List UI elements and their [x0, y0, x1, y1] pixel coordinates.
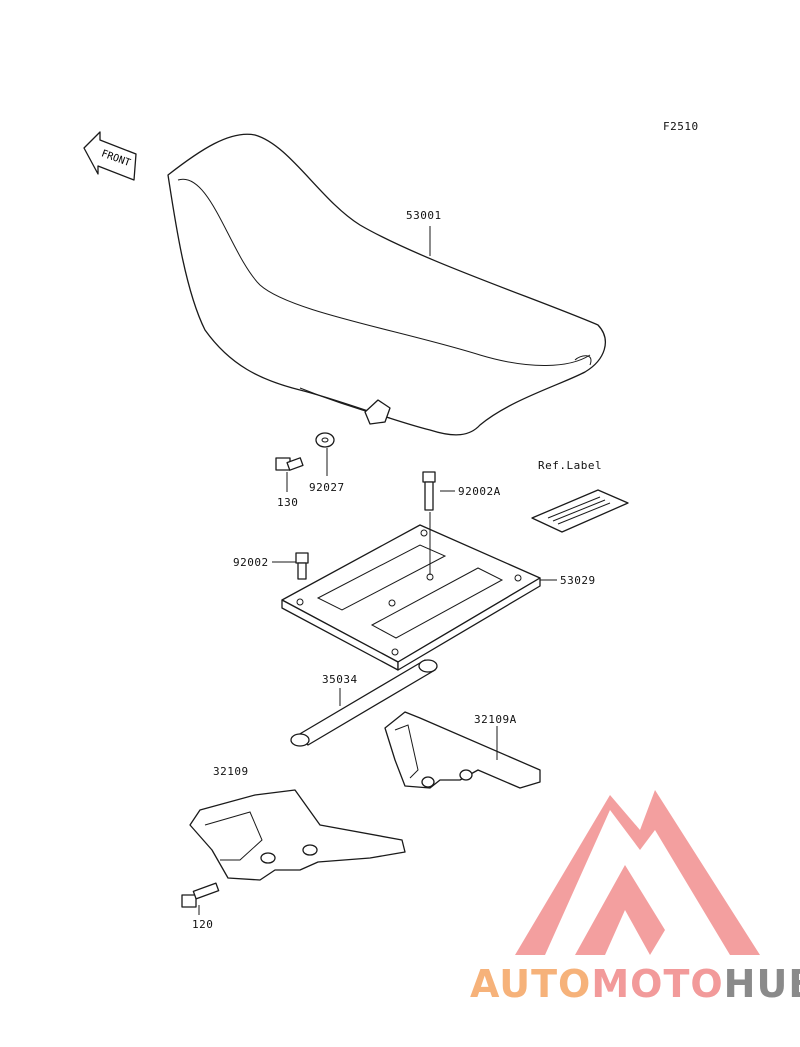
- plate-53029: [281, 524, 541, 671]
- diagram-code: F2510: [663, 120, 699, 133]
- part-label-92027[interactable]: 92027: [309, 481, 345, 494]
- watermark-text: AUTOMOTOHUB: [470, 962, 800, 1006]
- part-label-32109a[interactable]: 32109A: [474, 713, 517, 726]
- bolt-92002a: [422, 471, 436, 511]
- ref-label-tag: [531, 489, 629, 533]
- bolt-92002: [295, 552, 309, 580]
- part-label-130[interactable]: 130: [277, 496, 299, 509]
- watermark-part2: MOTO: [591, 962, 724, 1006]
- part-label-92002a[interactable]: 92002A: [458, 485, 501, 498]
- front-arrow-icon: FRONT: [83, 131, 137, 181]
- washer-92027: [315, 432, 335, 448]
- part-label-32109[interactable]: 32109: [213, 765, 249, 778]
- part-label-35034[interactable]: 35034: [322, 673, 358, 686]
- part-label-53001[interactable]: 53001: [406, 209, 442, 222]
- bolt-130: [275, 457, 304, 471]
- bracket-32109a: [384, 711, 541, 789]
- part-label-53029[interactable]: 53029: [560, 574, 596, 587]
- part-label-120[interactable]: 120: [192, 918, 214, 931]
- seat-53001: [167, 133, 606, 436]
- bracket-32109: [189, 789, 406, 881]
- bolt-120: [181, 882, 220, 908]
- part-label-92002[interactable]: 92002: [233, 556, 269, 569]
- rod-35034: [290, 659, 438, 747]
- ref-label-text: Ref.Label: [538, 459, 603, 472]
- watermark-part1: AUTO: [470, 962, 592, 1006]
- watermark-logo-icon: [515, 790, 760, 955]
- watermark-part3: HUB: [723, 962, 800, 1006]
